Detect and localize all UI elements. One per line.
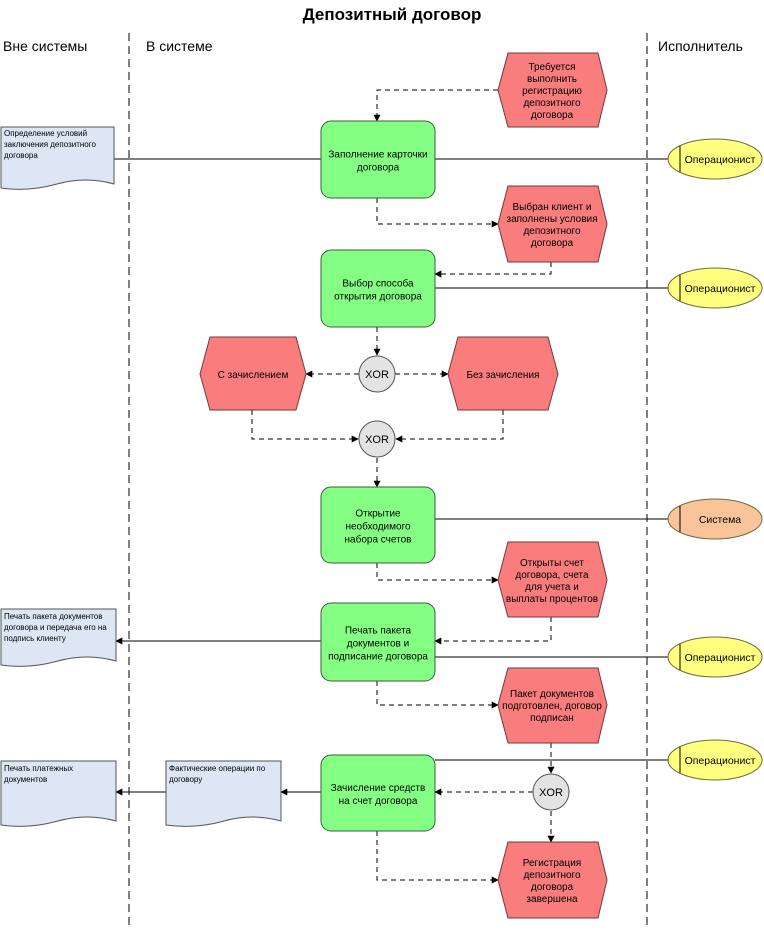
role-system: Система xyxy=(667,498,763,540)
lane-inside-header: В системе xyxy=(146,38,213,54)
svg-text:Операционист: Операционист xyxy=(685,652,756,664)
svg-text:Операционист: Операционист xyxy=(685,283,756,295)
lane-executor-header: Исполнитель xyxy=(658,38,743,54)
svg-text:Без зачисления: Без зачисления xyxy=(467,370,540,381)
xor-credit: XOR xyxy=(532,773,570,811)
xor-split-method: XOR xyxy=(358,355,396,393)
svg-text:XOR: XOR xyxy=(365,369,389,381)
control-flow xyxy=(251,89,555,884)
role-operator-3: Операционист xyxy=(667,636,763,678)
svg-text:Операционист: Операционист xyxy=(685,755,756,767)
lane-outside-header: Вне системы xyxy=(3,38,87,54)
role-operator-2: Операционист xyxy=(667,267,763,309)
document-connectors xyxy=(114,158,321,796)
role-operator-4: Операционист xyxy=(667,739,763,781)
xor-join-method: XOR xyxy=(358,420,396,458)
svg-text:XOR: XOR xyxy=(539,787,563,799)
svg-text:Система: Система xyxy=(699,514,741,526)
event-with-crediting: С зачислением xyxy=(199,336,307,411)
svg-text:XOR: XOR xyxy=(365,434,389,446)
event-without-crediting: Без зачисления xyxy=(447,336,559,411)
role-operator-1: Операционист xyxy=(667,138,763,180)
diagram-title: Депозитный договор xyxy=(303,5,482,24)
role-connectors xyxy=(435,158,668,761)
svg-text:С зачислением: С зачислением xyxy=(218,370,289,381)
svg-text:Операционист: Операционист xyxy=(685,154,756,166)
